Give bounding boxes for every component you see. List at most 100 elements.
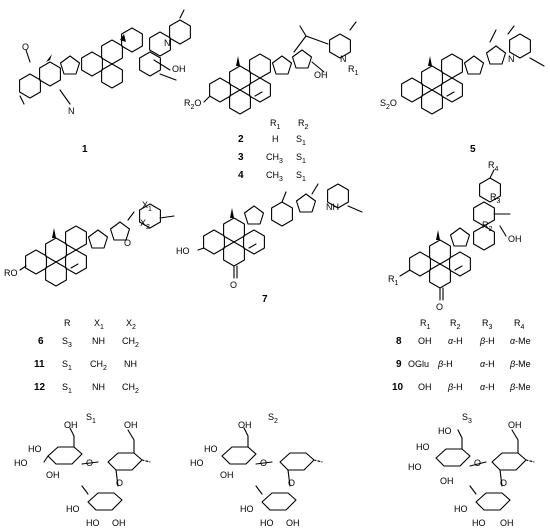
- compound-5-S2O: S2O: [380, 98, 397, 111]
- compound-1-ring-N: N: [164, 38, 171, 48]
- compound-label-7: 7: [262, 294, 268, 305]
- sugar-s2-O: O: [260, 458, 267, 468]
- table-8-header-r1: R1: [420, 318, 431, 331]
- compound-6-X2: X2: [140, 218, 150, 231]
- table-6-cell: NH: [92, 382, 105, 392]
- table-8-row-id: 8: [396, 336, 402, 347]
- table-8-cell: β-Me: [509, 359, 531, 369]
- table-8-cell: β-H: [447, 382, 463, 392]
- sugar-s2-HO: HO: [260, 518, 274, 528]
- sugar-s3-label: S3: [462, 412, 472, 425]
- compound-2-4-OH: OH: [314, 70, 328, 80]
- table-compounds-6-11-12: R X1 X2 6 S3 NH CH2 11 S1 CH2 NH 12 S1 N…: [34, 318, 139, 395]
- table-2-4-row-id: 4: [238, 170, 244, 181]
- table-6-cell: S3: [62, 336, 72, 349]
- table-2-4-cell: H: [272, 134, 279, 144]
- compound-8-R3: R3: [490, 192, 501, 205]
- sugar-s2-O: O: [288, 478, 295, 488]
- table-6-cell: S1: [62, 382, 72, 395]
- sugar-s1-OH: OH: [46, 470, 60, 480]
- table-8-header-r2: R2: [450, 318, 461, 331]
- compound-7-HO: HO: [176, 246, 190, 256]
- sugar-s3-O: O: [474, 458, 481, 468]
- compound-8-OH: OH: [508, 234, 522, 244]
- sugar-s2-label: S2: [268, 412, 278, 425]
- compound-8-R2: R2: [482, 220, 493, 233]
- table-8-cell: OH: [418, 382, 432, 392]
- sugar-s3-O: O: [500, 478, 507, 488]
- table-6-row-id: 11: [34, 359, 45, 370]
- sugar-s2-HO: HO: [190, 458, 204, 468]
- sugar-s1-HO: HO: [14, 458, 28, 468]
- sugar-s3-HO: HO: [472, 518, 486, 528]
- sugar-s2-structure: [221, 427, 323, 511]
- compound-2-4-N: N: [340, 54, 347, 64]
- sugar-s1-OH: OH: [124, 420, 138, 430]
- table-6-cell: NH: [92, 336, 105, 346]
- table-6-cell: CH2: [90, 359, 107, 372]
- compound-1-carbonyl-O: O: [22, 42, 29, 52]
- table-8-cell: α-H: [448, 336, 463, 346]
- compound-6-ring-O: O: [124, 238, 131, 248]
- table-6-row-id: 6: [38, 336, 44, 347]
- compound-6-X1: X1: [142, 200, 152, 213]
- compound-5-structure: [401, 25, 545, 115]
- sugar-s1-OH: OH: [64, 420, 78, 430]
- table-8-header-r3: R3: [482, 318, 493, 331]
- sugar-s1-HO: HO: [66, 504, 80, 514]
- sugar-s3-HO: HO: [408, 462, 422, 472]
- table-8-cell: α-H: [480, 382, 495, 392]
- table-8-header-r4: R4: [514, 318, 525, 331]
- sugar-s2-HO: HO: [240, 504, 254, 514]
- table-2-4-row-id: 2: [238, 134, 244, 145]
- table-6-cell: CH2: [122, 336, 139, 349]
- table-8-cell: OH: [418, 336, 432, 346]
- compound-label-5: 5: [470, 144, 476, 155]
- sugar-s3-HO: HO: [416, 442, 430, 452]
- compound-label-1: 1: [82, 144, 88, 155]
- sugar-s1-O: O: [86, 458, 93, 468]
- table-6-header-x2: X2: [126, 318, 136, 331]
- compound-7-structure: [197, 183, 363, 279]
- table-2-4-cell: S1: [296, 152, 306, 165]
- table-8-cell: OGlu: [408, 359, 429, 369]
- table-8-cell: α-Me: [510, 336, 531, 346]
- compound-8-10-structure: [399, 169, 511, 301]
- table-6-header-x1: X1: [94, 318, 104, 331]
- table-2-4-cell: CH3: [266, 152, 283, 165]
- sugar-s1-HO: HO: [28, 444, 42, 454]
- sugar-s1-O: O: [116, 478, 123, 488]
- table-6-header-r: R: [64, 318, 71, 328]
- table-2-4-cell: S1: [296, 170, 306, 183]
- compound-2-4-R2O: R2O: [184, 98, 201, 111]
- table-8-cell: α-H: [480, 359, 495, 369]
- table-compounds-8-10: R1 R2 R3 R4 8 OH α-H β-H α-Me 9 OGlu β-H…: [392, 318, 531, 393]
- table-8-cell: β-H: [437, 359, 453, 369]
- compound-7-NH: NH: [326, 202, 339, 212]
- table-2-4-header-r1: R1: [270, 118, 281, 131]
- sugar-s2-HO: HO: [204, 444, 218, 454]
- compound-8-R4: R4: [488, 160, 499, 173]
- sugar-s3-HO: HO: [438, 426, 452, 436]
- table-6-cell: CH2: [122, 382, 139, 395]
- sugar-s3-HO: HO: [454, 504, 468, 514]
- compound-1-nitrile-N: N: [68, 106, 75, 116]
- compound-6-11-12-structure: [19, 203, 175, 287]
- sugar-s3-OH: OH: [440, 476, 454, 486]
- sugar-s3-OH: OH: [508, 420, 522, 430]
- compound-5-N: N: [508, 54, 515, 64]
- compound-8-ketone-O: O: [436, 302, 443, 312]
- sugar-s2-OH: OH: [286, 518, 300, 528]
- table-compounds-2-4: R1 R2 2 H S1 3 CH3 S1 4 CH3 S1: [238, 118, 309, 183]
- table-6-cell: S1: [62, 359, 72, 372]
- compound-7-ketone-O: O: [230, 280, 237, 290]
- compound-8-R1: R1: [388, 274, 399, 287]
- sugar-s1-HO: HO: [86, 518, 100, 528]
- table-8-row-id: 9: [396, 359, 402, 370]
- table-2-4-cell: S1: [296, 134, 306, 147]
- sugar-s2-OH: OH: [238, 420, 252, 430]
- table-6-row-id: 12: [34, 382, 46, 393]
- sugar-s3-structure: [435, 429, 535, 511]
- compound-1-structure: [19, 9, 191, 105]
